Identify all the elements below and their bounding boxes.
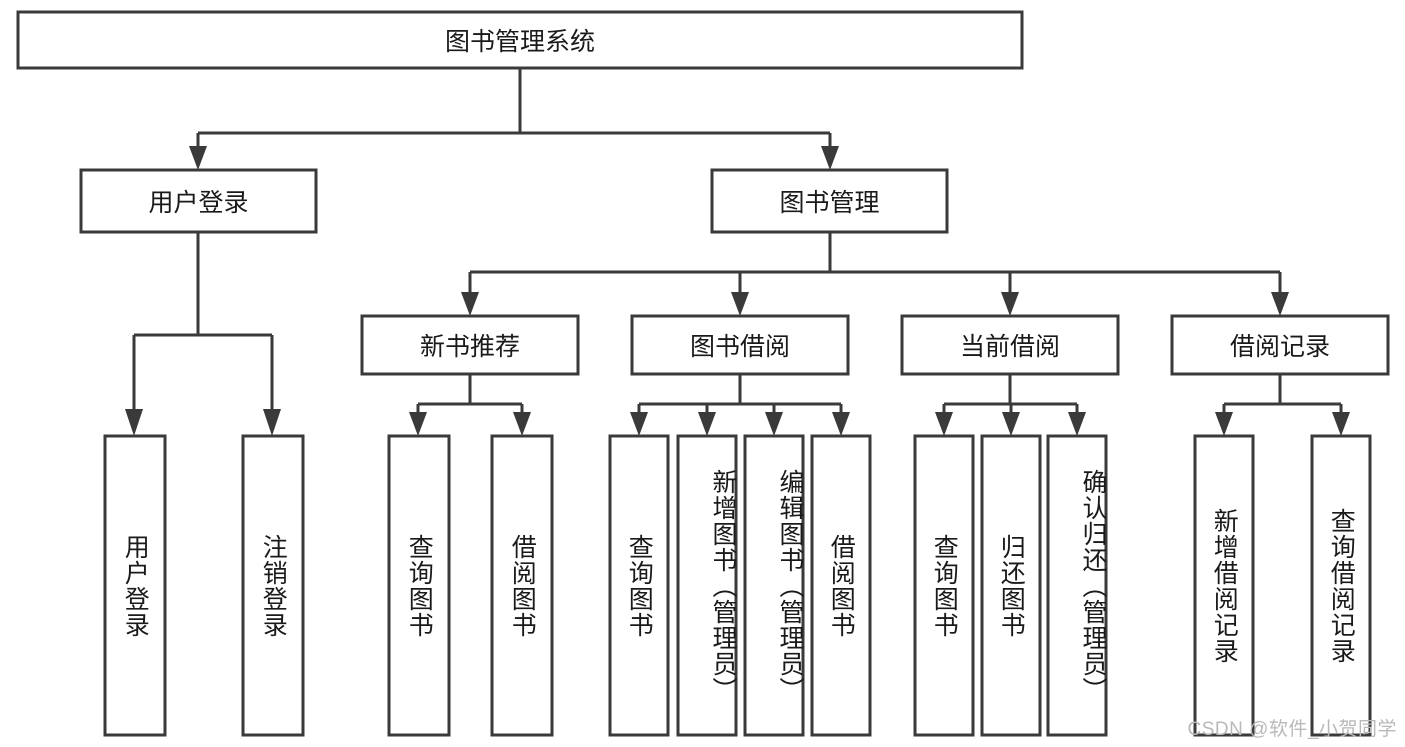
node-leaf-user-login-0[interactable] <box>103 434 167 737</box>
node-borrow-record[interactable] <box>1170 314 1390 376</box>
arrowhead-leaf-new-book-2 <box>513 412 531 436</box>
arrowhead-leaf-user-login-2 <box>263 409 281 436</box>
node-leaf-borrow-record-1[interactable] <box>1310 434 1372 737</box>
node-book-borrow[interactable] <box>630 314 850 376</box>
watermark-text: CSDN @软件_小贺同学 <box>1187 719 1397 740</box>
connectors-new-book-to-leaves <box>409 374 531 436</box>
arrowhead-leaf-book-borrow-2 <box>698 412 716 436</box>
arrowhead-borrow-record <box>1271 292 1289 316</box>
node-current-borrow[interactable] <box>900 314 1120 376</box>
arrowhead-leaf-borrow-record-2 <box>1332 412 1350 436</box>
node-leaf-current-borrow-2[interactable] <box>1046 434 1108 737</box>
connectors-root-to-level2 <box>189 68 839 170</box>
node-book-manage[interactable] <box>710 168 949 234</box>
arrowhead-book-manage <box>821 146 839 170</box>
connectors-book-manage-to-level3 <box>461 232 1289 316</box>
connectors-book-borrow-to-leaves <box>630 374 850 436</box>
arrowhead-leaf-current-borrow-2 <box>1002 412 1020 436</box>
node-leaf-book-borrow-0[interactable] <box>608 434 670 737</box>
node-leaf-book-borrow-1[interactable] <box>676 434 738 737</box>
node-leaf-book-borrow-2[interactable] <box>743 434 805 737</box>
node-new-book-recommend[interactable] <box>360 314 580 376</box>
arrowhead-leaf-current-borrow-3 <box>1068 412 1086 436</box>
arrowhead-leaf-book-borrow-3 <box>765 412 783 436</box>
arrowhead-leaf-new-book-1 <box>409 412 427 436</box>
arrowhead-leaf-book-borrow-4 <box>832 412 850 436</box>
node-leaf-user-login-1[interactable] <box>241 434 305 737</box>
node-leaf-new-book-1[interactable] <box>490 434 554 737</box>
node-leaf-current-borrow-0[interactable] <box>913 434 975 737</box>
node-leaf-current-borrow-1[interactable] <box>980 434 1042 737</box>
arrowhead-leaf-borrow-record-1 <box>1215 412 1233 436</box>
node-leaf-book-borrow-3[interactable] <box>810 434 872 737</box>
node-leaf-borrow-record-0[interactable] <box>1193 434 1255 737</box>
arrowhead-current-borrow <box>1001 292 1019 316</box>
arrowhead-new-book <box>461 292 479 316</box>
node-root[interactable] <box>16 10 1024 70</box>
connectors-borrow-record-to-leaves <box>1215 374 1350 436</box>
arrowhead-leaf-current-borrow-1 <box>935 412 953 436</box>
node-user-login[interactable] <box>79 168 318 234</box>
arrowhead-user-login <box>189 146 207 170</box>
connectors-current-borrow-to-leaves <box>935 374 1086 436</box>
arrowhead-leaf-book-borrow-1 <box>630 412 648 436</box>
connectors-user-login-to-leaves <box>125 232 281 436</box>
arrowhead-book-borrow <box>731 292 749 316</box>
node-leaf-new-book-0[interactable] <box>387 434 451 737</box>
arrowhead-leaf-user-login-1 <box>125 409 143 436</box>
